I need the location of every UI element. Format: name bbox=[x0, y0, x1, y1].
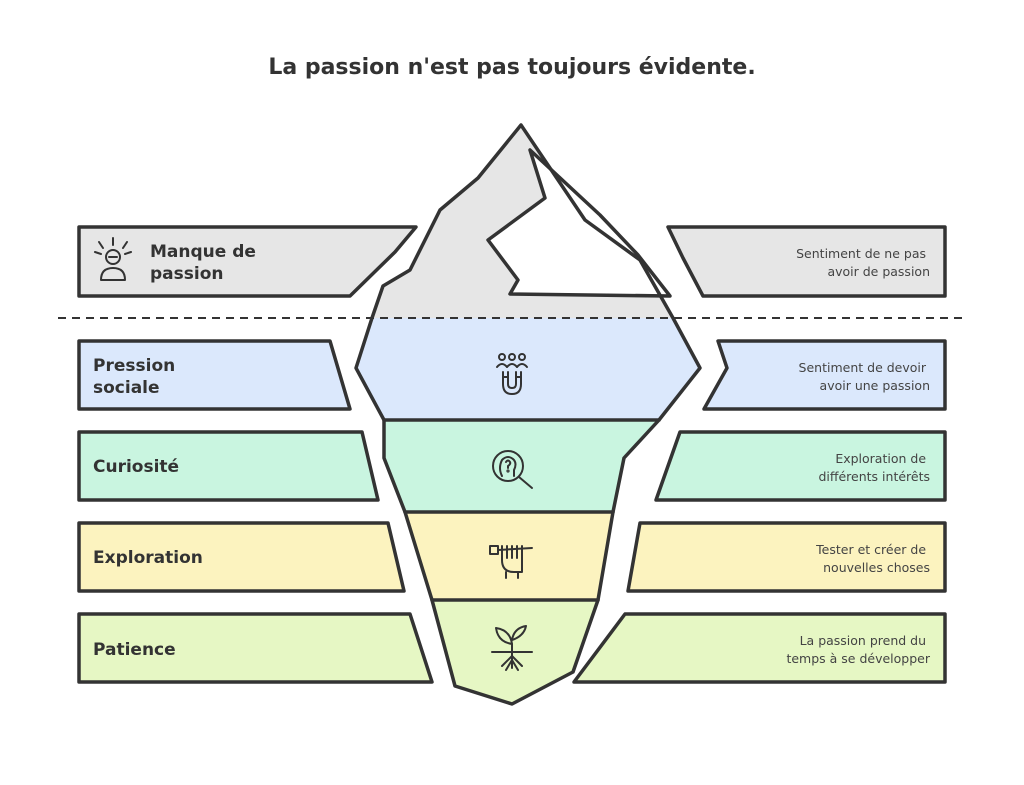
head-question-magnifier-icon bbox=[492, 450, 533, 489]
stressed-person-icon bbox=[94, 237, 132, 281]
band-pression bbox=[356, 318, 700, 420]
left-bar-curiosite bbox=[77, 430, 380, 502]
left-bar-manque bbox=[77, 225, 418, 298]
left-bar-pression bbox=[77, 339, 352, 411]
iceberg-facet bbox=[486, 148, 672, 298]
desc-pression: Sentiment de devoir avoir une passion bbox=[799, 360, 930, 393]
right-bar-patience bbox=[572, 612, 947, 684]
left-bar-patience bbox=[77, 612, 434, 684]
band-curiosite bbox=[384, 420, 659, 512]
desc-patience: La passion prend du temps à se développe… bbox=[786, 633, 930, 666]
iceberg-outline bbox=[354, 123, 702, 706]
label-curiosite: Curiosité bbox=[93, 457, 179, 477]
right-bar-curiosite bbox=[654, 430, 947, 502]
right-bar-exploration bbox=[626, 521, 947, 593]
label-exploration: Exploration bbox=[93, 548, 203, 568]
label-patience: Patience bbox=[93, 640, 176, 660]
right-bar-manque bbox=[666, 225, 947, 298]
right-bar-pression bbox=[702, 339, 947, 411]
left-bar-exploration bbox=[77, 521, 406, 593]
desc-manque: Sentiment de ne pas avoir de passion bbox=[796, 246, 930, 279]
label-pression: Pression sociale bbox=[93, 356, 181, 398]
desc-exploration: Tester et créer de nouvelles choses bbox=[815, 542, 930, 575]
hand-brush-icon bbox=[489, 545, 533, 579]
growing-plant-icon bbox=[491, 625, 533, 671]
left-labels: Manque de passion Pression sociale Curio… bbox=[93, 242, 262, 660]
left-bars bbox=[77, 225, 434, 684]
right-descriptions: Sentiment de ne pas avoir de passion Sen… bbox=[786, 246, 930, 666]
diagram-title: La passion n'est pas toujours évidente. bbox=[268, 55, 755, 80]
band-exploration bbox=[405, 512, 613, 600]
label-manque: Manque de passion bbox=[150, 242, 262, 284]
iceberg bbox=[354, 123, 702, 706]
people-magnet-icon bbox=[496, 353, 528, 395]
desc-curiosite: Exploration de différents intérêts bbox=[818, 451, 930, 484]
right-bars bbox=[572, 225, 947, 684]
